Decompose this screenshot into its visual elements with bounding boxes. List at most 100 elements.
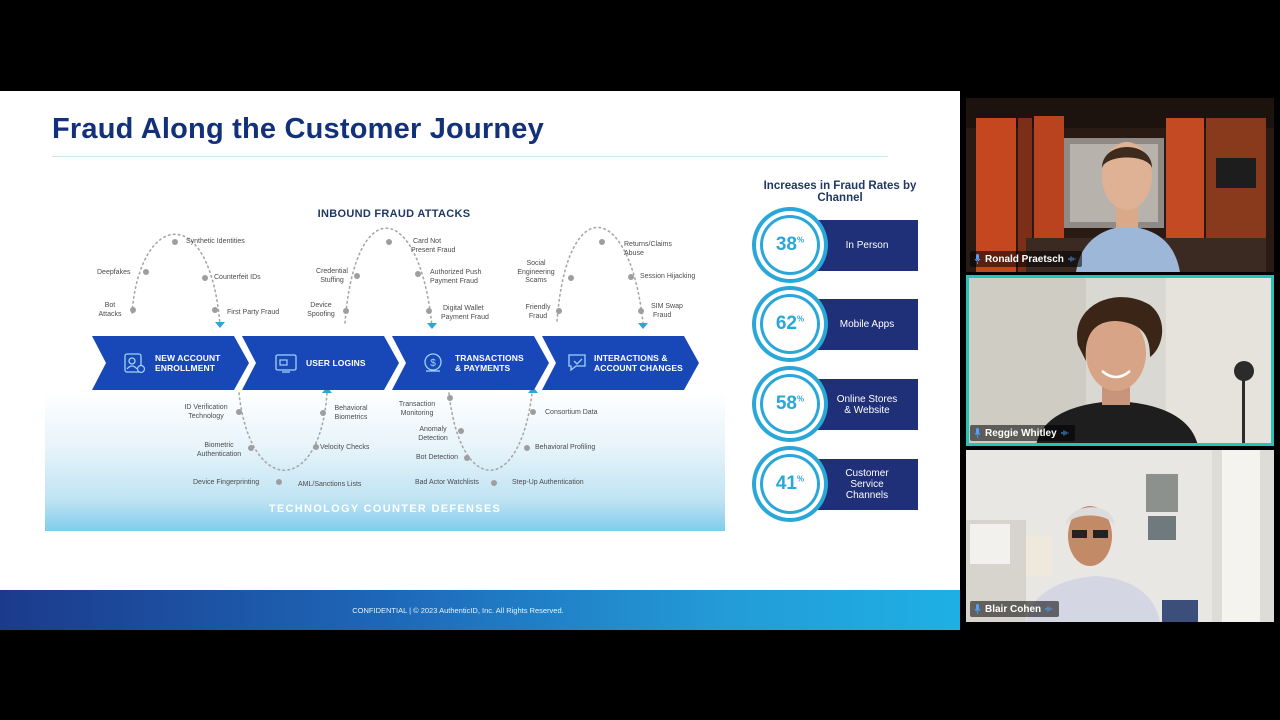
stat-number: 38	[775, 234, 797, 255]
user-form-icon	[124, 353, 146, 374]
stat-mobile-apps: Mobile Apps 62%	[752, 286, 922, 362]
chevron-shape	[92, 336, 249, 390]
stage-label: TRANSACTIONS & PAYMENTS	[455, 353, 524, 373]
defense-step-up-authentication: Step-Up Authentication	[512, 479, 584, 486]
defense-bot-detection: Bot Detection	[416, 454, 459, 461]
footer-text: CONFIDENTIAL | © 2023 AuthenticID, Inc. …	[352, 606, 564, 615]
attack-digital-wallet-l1: Digital Wallet	[443, 305, 484, 312]
participant-name: Reggie Whitley	[985, 427, 1057, 439]
stat-label-l1: Online Stores	[836, 393, 898, 405]
stat-online-stores: Online Stores& Website 58%	[752, 366, 922, 442]
defense-anomaly-detection: Anomaly Detection	[413, 426, 453, 443]
attack-social-engineering: Social Engineering Scams	[514, 260, 558, 286]
participant-nametag: Reggie Whitley	[970, 425, 1075, 441]
attack-synthetic-identities: Synthetic Identities	[186, 238, 245, 245]
stat-label: Mobile Apps	[824, 299, 910, 350]
stat-label-l1: Mobile Apps	[839, 319, 895, 330]
defense-consortium-data: Consortium Data	[545, 409, 598, 416]
attack-device-spoofing-l1: Device	[310, 302, 332, 309]
defense-anomaly-detection-l1: Anomaly	[419, 426, 447, 433]
defense-transaction-monitoring-l1: Transaction	[398, 401, 436, 408]
stage-label-l2: & PAYMENTS	[455, 363, 511, 373]
stage-label-l2: ACCOUNT CHANGES	[594, 363, 683, 373]
participant-nametag: Blair Cohen	[970, 601, 1060, 617]
stat-value-circle: 58%	[763, 377, 817, 431]
stage-label: NEW ACCOUNT ENROLLMENT	[155, 353, 220, 373]
attack-bot-attacks: Bot Attacks	[94, 302, 126, 319]
audio-wave-icon	[1045, 606, 1053, 612]
journey-curves	[130, 226, 648, 486]
stage-label-l1: NEW ACCOUNT	[155, 353, 221, 363]
stage-label-l1: INTERACTIONS &	[594, 353, 668, 363]
attack-deepfakes: Deepfakes	[97, 269, 131, 276]
attack-credential-stuffing: Credential Stuffing	[310, 268, 354, 285]
defense-behavioral-biometrics: Behavioral Biometrics	[331, 405, 371, 422]
stat-label: Online Stores& Website	[824, 379, 910, 430]
stat-unit: %	[797, 314, 805, 324]
defense-transaction-monitoring-l2: Monitoring	[400, 409, 434, 417]
attack-returns-claims: Returns/Claims Abuse	[624, 241, 672, 258]
stat-value: 62%	[776, 313, 804, 335]
stage-new-account-enrollment: NEW ACCOUNT ENROLLMENT	[92, 336, 250, 390]
defense-behavioral-profiling: Behavioral Profiling	[535, 444, 596, 451]
chevron-shape	[392, 336, 549, 390]
attack-returns-claims-l2: Abuse	[624, 249, 644, 257]
stat-value-circle: 62%	[763, 297, 817, 351]
stat-number: 41	[775, 473, 797, 494]
attack-friendly-fraud-l1: Friendly	[525, 304, 551, 311]
payment-icon: $	[424, 353, 442, 372]
stat-label-l2: & Website	[844, 404, 890, 416]
attack-sim-swap-l1: SIM Swap	[651, 303, 683, 310]
chat-icon	[568, 354, 586, 372]
attack-card-not-present: Card Not Present Fraud	[411, 238, 455, 255]
stat-number: 62	[775, 313, 797, 334]
defense-biometric-authentication-l2: Authentication	[196, 450, 242, 458]
stat-unit: %	[797, 235, 805, 245]
attack-card-not-present-l1: Card Not	[413, 238, 442, 245]
participant-video	[966, 98, 1274, 272]
slide-footer: CONFIDENTIAL | © 2023 AuthenticID, Inc. …	[0, 590, 960, 630]
attack-credential-stuffing-l2: Stuffing	[320, 276, 344, 284]
attack-social-engineering-l2: Engineering	[517, 268, 555, 276]
defense-id-verification-l2: Technology	[188, 412, 224, 420]
participant-video	[966, 275, 1274, 446]
attack-friendly-fraud-l2: Fraud	[528, 312, 548, 320]
shared-slide: Fraud Along the Customer Journey INBOUND…	[0, 91, 960, 630]
stat-value: 38%	[776, 234, 804, 256]
attack-authorized-push-l1: Authorized Push	[430, 269, 482, 276]
attack-friendly-fraud: Friendly Fraud	[522, 304, 554, 321]
stage-label: INTERACTIONS & ACCOUNT CHANGES	[594, 353, 683, 373]
attack-social-engineering-l3: Scams	[525, 277, 547, 284]
stage-label: USER LOGINS	[306, 358, 366, 368]
attack-bot-attacks-l2: Attacks	[98, 310, 122, 318]
participant-name: Blair Cohen	[985, 603, 1042, 615]
attack-returns-claims-l1: Returns/Claims	[624, 241, 672, 248]
stat-unit: %	[797, 474, 805, 484]
video-tile-ronald[interactable]: Ronald Praetsch	[966, 98, 1274, 272]
attack-sim-swap-l2: Fraud	[653, 311, 672, 319]
stat-value-circle: 41%	[763, 457, 817, 511]
defense-velocity-checks: Velocity Checks	[320, 444, 370, 451]
attack-session-hijacking: Session Hijacking	[640, 273, 696, 280]
defense-id-verification-l1: ID Verification	[184, 404, 228, 411]
defense-id-verification: ID Verification Technology	[180, 404, 232, 421]
stage-label-l2: ENROLLMENT	[155, 363, 216, 373]
video-tile-reggie[interactable]: Reggie Whitley	[966, 275, 1274, 446]
stat-value-circle: 38%	[763, 218, 817, 272]
attack-digital-wallet-l2: Payment Fraud	[441, 313, 489, 321]
defense-biometric-authentication-l1: Biometric	[204, 442, 234, 449]
defense-aml-sanctions: AML/Sanctions Lists	[298, 481, 362, 488]
defense-behavioral-biometrics-l2: Biometrics	[334, 413, 368, 421]
stat-label-l2: Service	[850, 479, 884, 490]
defense-device-fingerprinting: Device Fingerprinting	[193, 479, 260, 486]
chevron-shape	[542, 336, 699, 390]
attack-credential-stuffing-l1: Credential	[316, 268, 348, 275]
stage-label-l1: USER LOGINS	[306, 358, 366, 368]
stat-number: 58	[775, 393, 797, 414]
video-tile-blair[interactable]: Blair Cohen	[966, 450, 1274, 622]
stat-label: In Person	[824, 220, 910, 271]
attack-device-spoofing-l2: Spoofing	[307, 310, 335, 318]
stat-label-l3: Channels	[845, 490, 889, 501]
